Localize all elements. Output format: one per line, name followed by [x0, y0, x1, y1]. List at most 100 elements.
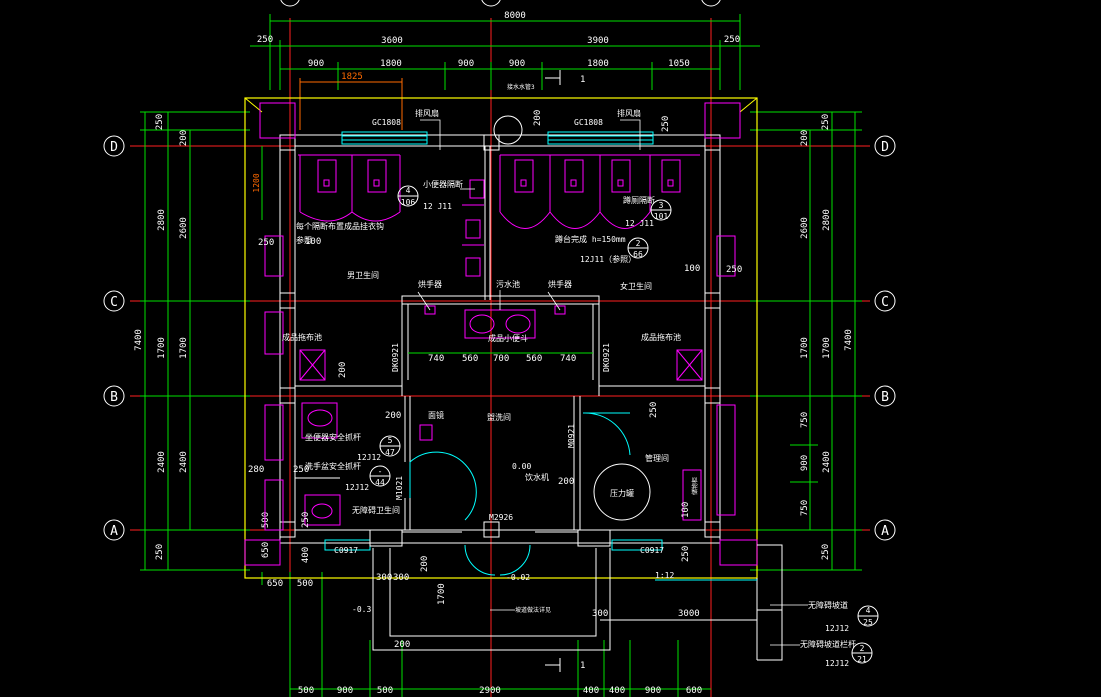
stalls: [298, 154, 703, 526]
dim-bottom: 900: [645, 686, 661, 696]
dim-right: 2400: [822, 451, 832, 473]
label-cabinet: 储物柜: [691, 477, 699, 495]
dim-misc: 200: [533, 110, 543, 126]
left-dimension-lines: [140, 111, 263, 571]
axis-label-c: C: [881, 295, 889, 310]
label-window-c2: C0917: [640, 546, 664, 555]
hand-dryer: [554, 305, 566, 315]
leader-lines: [417, 119, 808, 646]
ref-sheet: 21: [857, 655, 867, 664]
axis-label-b: B: [110, 390, 118, 405]
right-dimension-text: 250 2800 1700 2400 250 7400 200 2600 170…: [800, 114, 854, 560]
dim-misc: 250: [258, 238, 274, 248]
ref-num: 2: [636, 239, 641, 248]
ref-sheet: 101: [654, 212, 669, 221]
axis-bubble: [874, 519, 896, 541]
dim-bottom: 500: [298, 686, 314, 696]
pressure-tank-label: 压力罐: [610, 488, 634, 498]
mop-sink-left: [299, 349, 326, 381]
label-seat-rail: 坐便器安全抓杆: [305, 432, 361, 442]
dim-misc: 250: [681, 546, 691, 562]
label-women-room: 女卫生间: [620, 281, 652, 291]
bottom-dimension-text: 650 500 500 900 500 2900 400 400 900 600: [267, 579, 702, 696]
axis-label-c: C: [110, 295, 118, 310]
ref-num: 5: [388, 436, 393, 445]
dim-wash: 700: [493, 354, 509, 364]
dim-misc: 250: [301, 512, 311, 528]
section-mark-bottom: 1: [580, 661, 585, 671]
pressure-tank: 压力罐: [593, 463, 651, 521]
dim-bottom-left: 650: [267, 579, 283, 589]
axis-bubble: [874, 385, 896, 407]
label-step-note: 蹲台完成 h=150mm: [555, 234, 626, 244]
sink-bowl: [505, 314, 531, 334]
label-hand-dryer-left: 烘手器: [418, 279, 442, 289]
label-ref-12j11-c: 12J11（参照）: [580, 254, 636, 264]
dim-top-total: 8000: [504, 11, 526, 21]
label-urinal-partition: 小便器隔断: [423, 179, 463, 189]
dim-wash: 740: [428, 354, 444, 364]
dim-misc: 250: [649, 402, 659, 418]
dim-right-inner: 750: [800, 500, 810, 516]
axis-label-d: D: [110, 140, 118, 155]
dim-right: 250: [821, 114, 831, 130]
accessible-toilet: [301, 402, 338, 439]
axis-bubble: [103, 290, 125, 312]
axis-bubbles-top: [280, 0, 721, 7]
detail-references: 4 106 3 101 2 66 5 47 12J12 - 44 12J12 4…: [345, 185, 879, 668]
dim-left-small: 500: [261, 512, 271, 528]
dim-right-total: 7400: [844, 329, 854, 351]
doors: [409, 412, 631, 576]
ref-book: 12J12: [357, 453, 381, 462]
accessible-basin: [304, 494, 341, 526]
label-sink-left: 成品拖布池: [282, 332, 322, 342]
label-mirror: 面镜: [428, 410, 444, 420]
dim-misc: 300: [592, 609, 608, 619]
dim-left: 1700: [157, 337, 167, 359]
dim-bottom: 600: [686, 686, 702, 696]
urinal: [465, 257, 481, 277]
label-reference: 参照: [296, 235, 312, 245]
dim-right: 250: [821, 544, 831, 560]
dim-left-total: 7400: [134, 329, 144, 351]
roof-outline: [244, 97, 758, 579]
ref-sheet: 25: [863, 618, 873, 627]
dim-top-detail: 900: [308, 59, 324, 69]
axis-label-a: A: [881, 524, 889, 539]
dim-top-detail: 1800: [380, 59, 402, 69]
dim-top-mid: 3900: [587, 36, 609, 46]
door-swing: [499, 544, 531, 576]
door-swing: [409, 451, 477, 521]
dim-misc: 200: [338, 362, 348, 378]
section-mark-top: 1: [580, 75, 585, 85]
axis-bubble: [103, 385, 125, 407]
windows: [324, 131, 663, 551]
label-door-m1: M0921: [567, 424, 576, 448]
dim-right-inner: 2600: [800, 217, 810, 239]
dim-top-detail: 1050: [668, 59, 690, 69]
label-door-dk1: DK0921: [391, 343, 400, 372]
dim-left-inner: 2600: [179, 217, 189, 239]
label-window-left: GC1808: [372, 118, 401, 127]
dim-misc: 200: [394, 640, 410, 650]
dim-wash: 560: [462, 354, 478, 364]
axis-bubble: [701, 0, 721, 7]
ref-num: -: [378, 467, 383, 476]
dim-bottom: 2900: [479, 686, 501, 696]
dim-right: 2800: [822, 209, 832, 231]
dim-left-inner: 1700: [179, 337, 189, 359]
label-child-urinal: 成品小便斗: [488, 333, 528, 343]
squat-toilet: [661, 159, 681, 193]
axis-bubble: [103, 519, 125, 541]
label-water-unit: 饮水机: [525, 472, 549, 482]
label-window-right: GC1808: [574, 118, 603, 127]
dim-bottom: 400: [609, 686, 625, 696]
misc-dims: 250 200 100 200 200 250 300 300 200 1700…: [248, 110, 742, 650]
squat-toilet: [514, 159, 534, 193]
axis-bubbles-right: D C B A: [874, 135, 896, 541]
dim-right-inner: 750: [800, 412, 810, 428]
label-door-main: M2926: [489, 513, 513, 522]
ref-sheet: 47: [385, 448, 395, 457]
label-window-c1: C0917: [334, 546, 358, 555]
dim-wash: 740: [560, 354, 576, 364]
